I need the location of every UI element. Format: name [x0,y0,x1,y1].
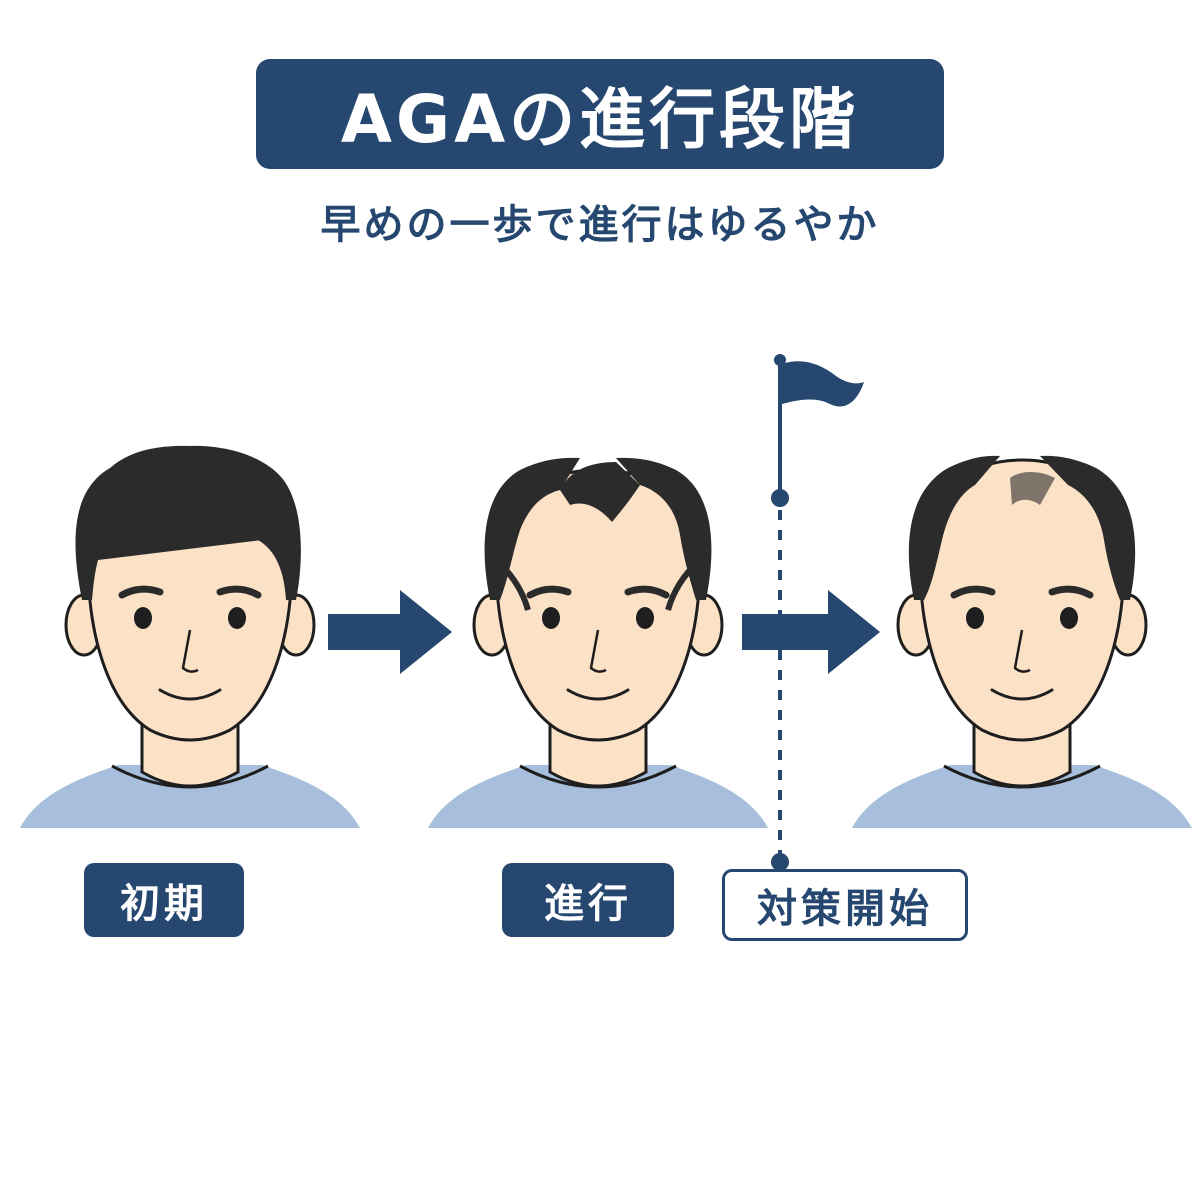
arrow-right-icon [328,590,452,674]
stage-label-progress: 進行 [502,863,674,937]
stage-label-initial: 初期 [84,863,244,937]
milestone-dot [771,853,789,871]
page-title: AGAの進行段階 [340,81,860,158]
title-banner: AGAの進行段階 [256,59,944,169]
arrow-right-icon [742,590,880,674]
face-full-hair-icon [20,445,360,828]
stage-label-treatment-start: 対策開始 [722,869,968,941]
face-thinning-hair-icon [852,455,1192,828]
page-subtitle: 早めの一歩で進行はゆるやか [320,202,880,248]
flag-icon [771,354,864,507]
face-receding-hair-icon [428,457,768,828]
